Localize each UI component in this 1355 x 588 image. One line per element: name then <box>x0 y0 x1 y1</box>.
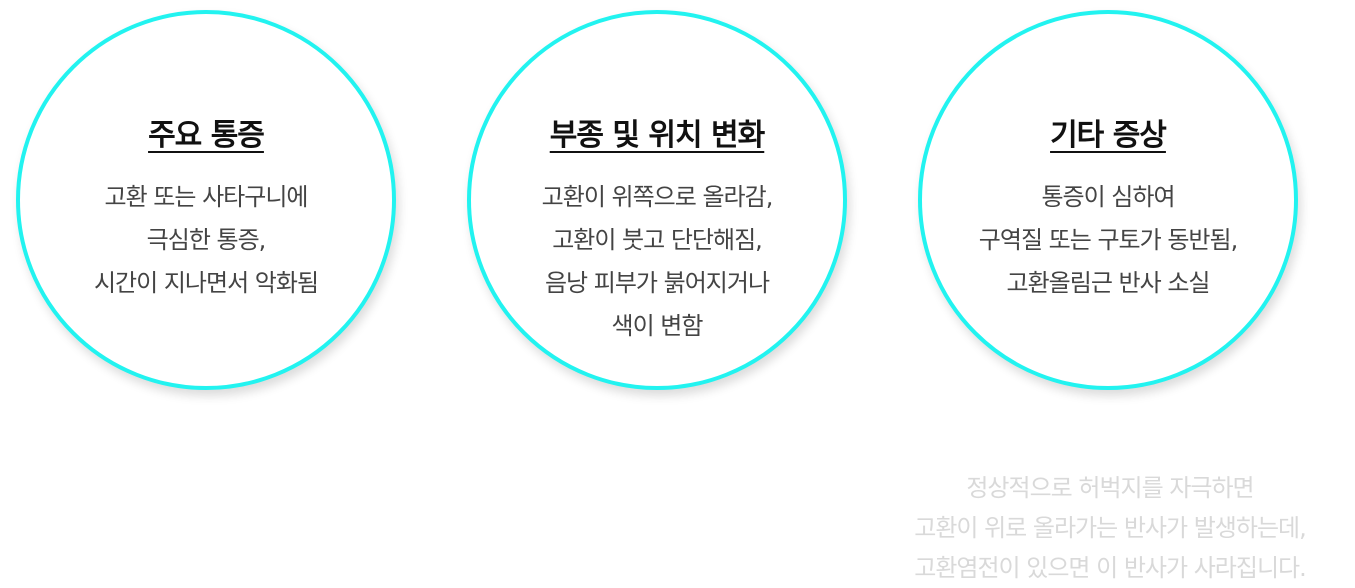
symptom-card-swelling: 부종 및 위치 변화 고환이 위쪽으로 올라감, 고환이 붓고 단단해짐, 음낭… <box>467 10 847 390</box>
card-description: 고환 또는 사타구니에 극심한 통증, 시간이 지나면서 악화됨 <box>93 176 319 305</box>
card-text-line: 음낭 피부가 붉어지거나 <box>544 269 770 297</box>
card-title: 기타 증상 <box>1050 118 1167 153</box>
card-text-line: 시간이 지나면서 악화됨 <box>93 269 319 297</box>
card-description: 통증이 심하여 구역질 또는 구토가 동반됨, 고환올림근 반사 소실 <box>978 176 1238 305</box>
symptom-card-main-pain: 주요 통증 고환 또는 사타구니에 극심한 통증, 시간이 지나면서 악화됨 <box>16 10 396 390</box>
footnote-line: 고환이 위로 올라가는 반사가 발생하는데, <box>914 514 1307 542</box>
reflex-footnote: 정상적으로 허벅지를 자극하면 고환이 위로 올라가는 반사가 발생하는데, 고… <box>890 468 1330 588</box>
footnote-line: 고환염전이 있으면 이 반사가 사라집니다. <box>914 554 1307 582</box>
card-text-line: 통증이 심하여 <box>1041 183 1175 211</box>
card-text-line: 고환이 위쪽으로 올라감, <box>541 183 774 211</box>
card-title: 부종 및 위치 변화 <box>549 118 766 153</box>
card-text-line: 고환이 붓고 단단해짐, <box>552 226 763 254</box>
card-description: 고환이 위쪽으로 올라감, 고환이 붓고 단단해짐, 음낭 피부가 붉어지거나 … <box>541 176 774 348</box>
card-text-line: 고환올림근 반사 소실 <box>1006 269 1211 297</box>
card-text-line: 극심한 통증, <box>146 226 267 254</box>
symptom-card-other: 기타 증상 통증이 심하여 구역질 또는 구토가 동반됨, 고환올림근 반사 소… <box>918 10 1298 390</box>
card-text-line: 구역질 또는 구토가 동반됨, <box>978 226 1238 254</box>
card-text-line: 색이 변함 <box>611 312 704 340</box>
card-title: 주요 통증 <box>148 118 265 153</box>
footnote-line: 정상적으로 허벅지를 자극하면 <box>966 474 1254 502</box>
card-text-line: 고환 또는 사타구니에 <box>104 183 309 211</box>
